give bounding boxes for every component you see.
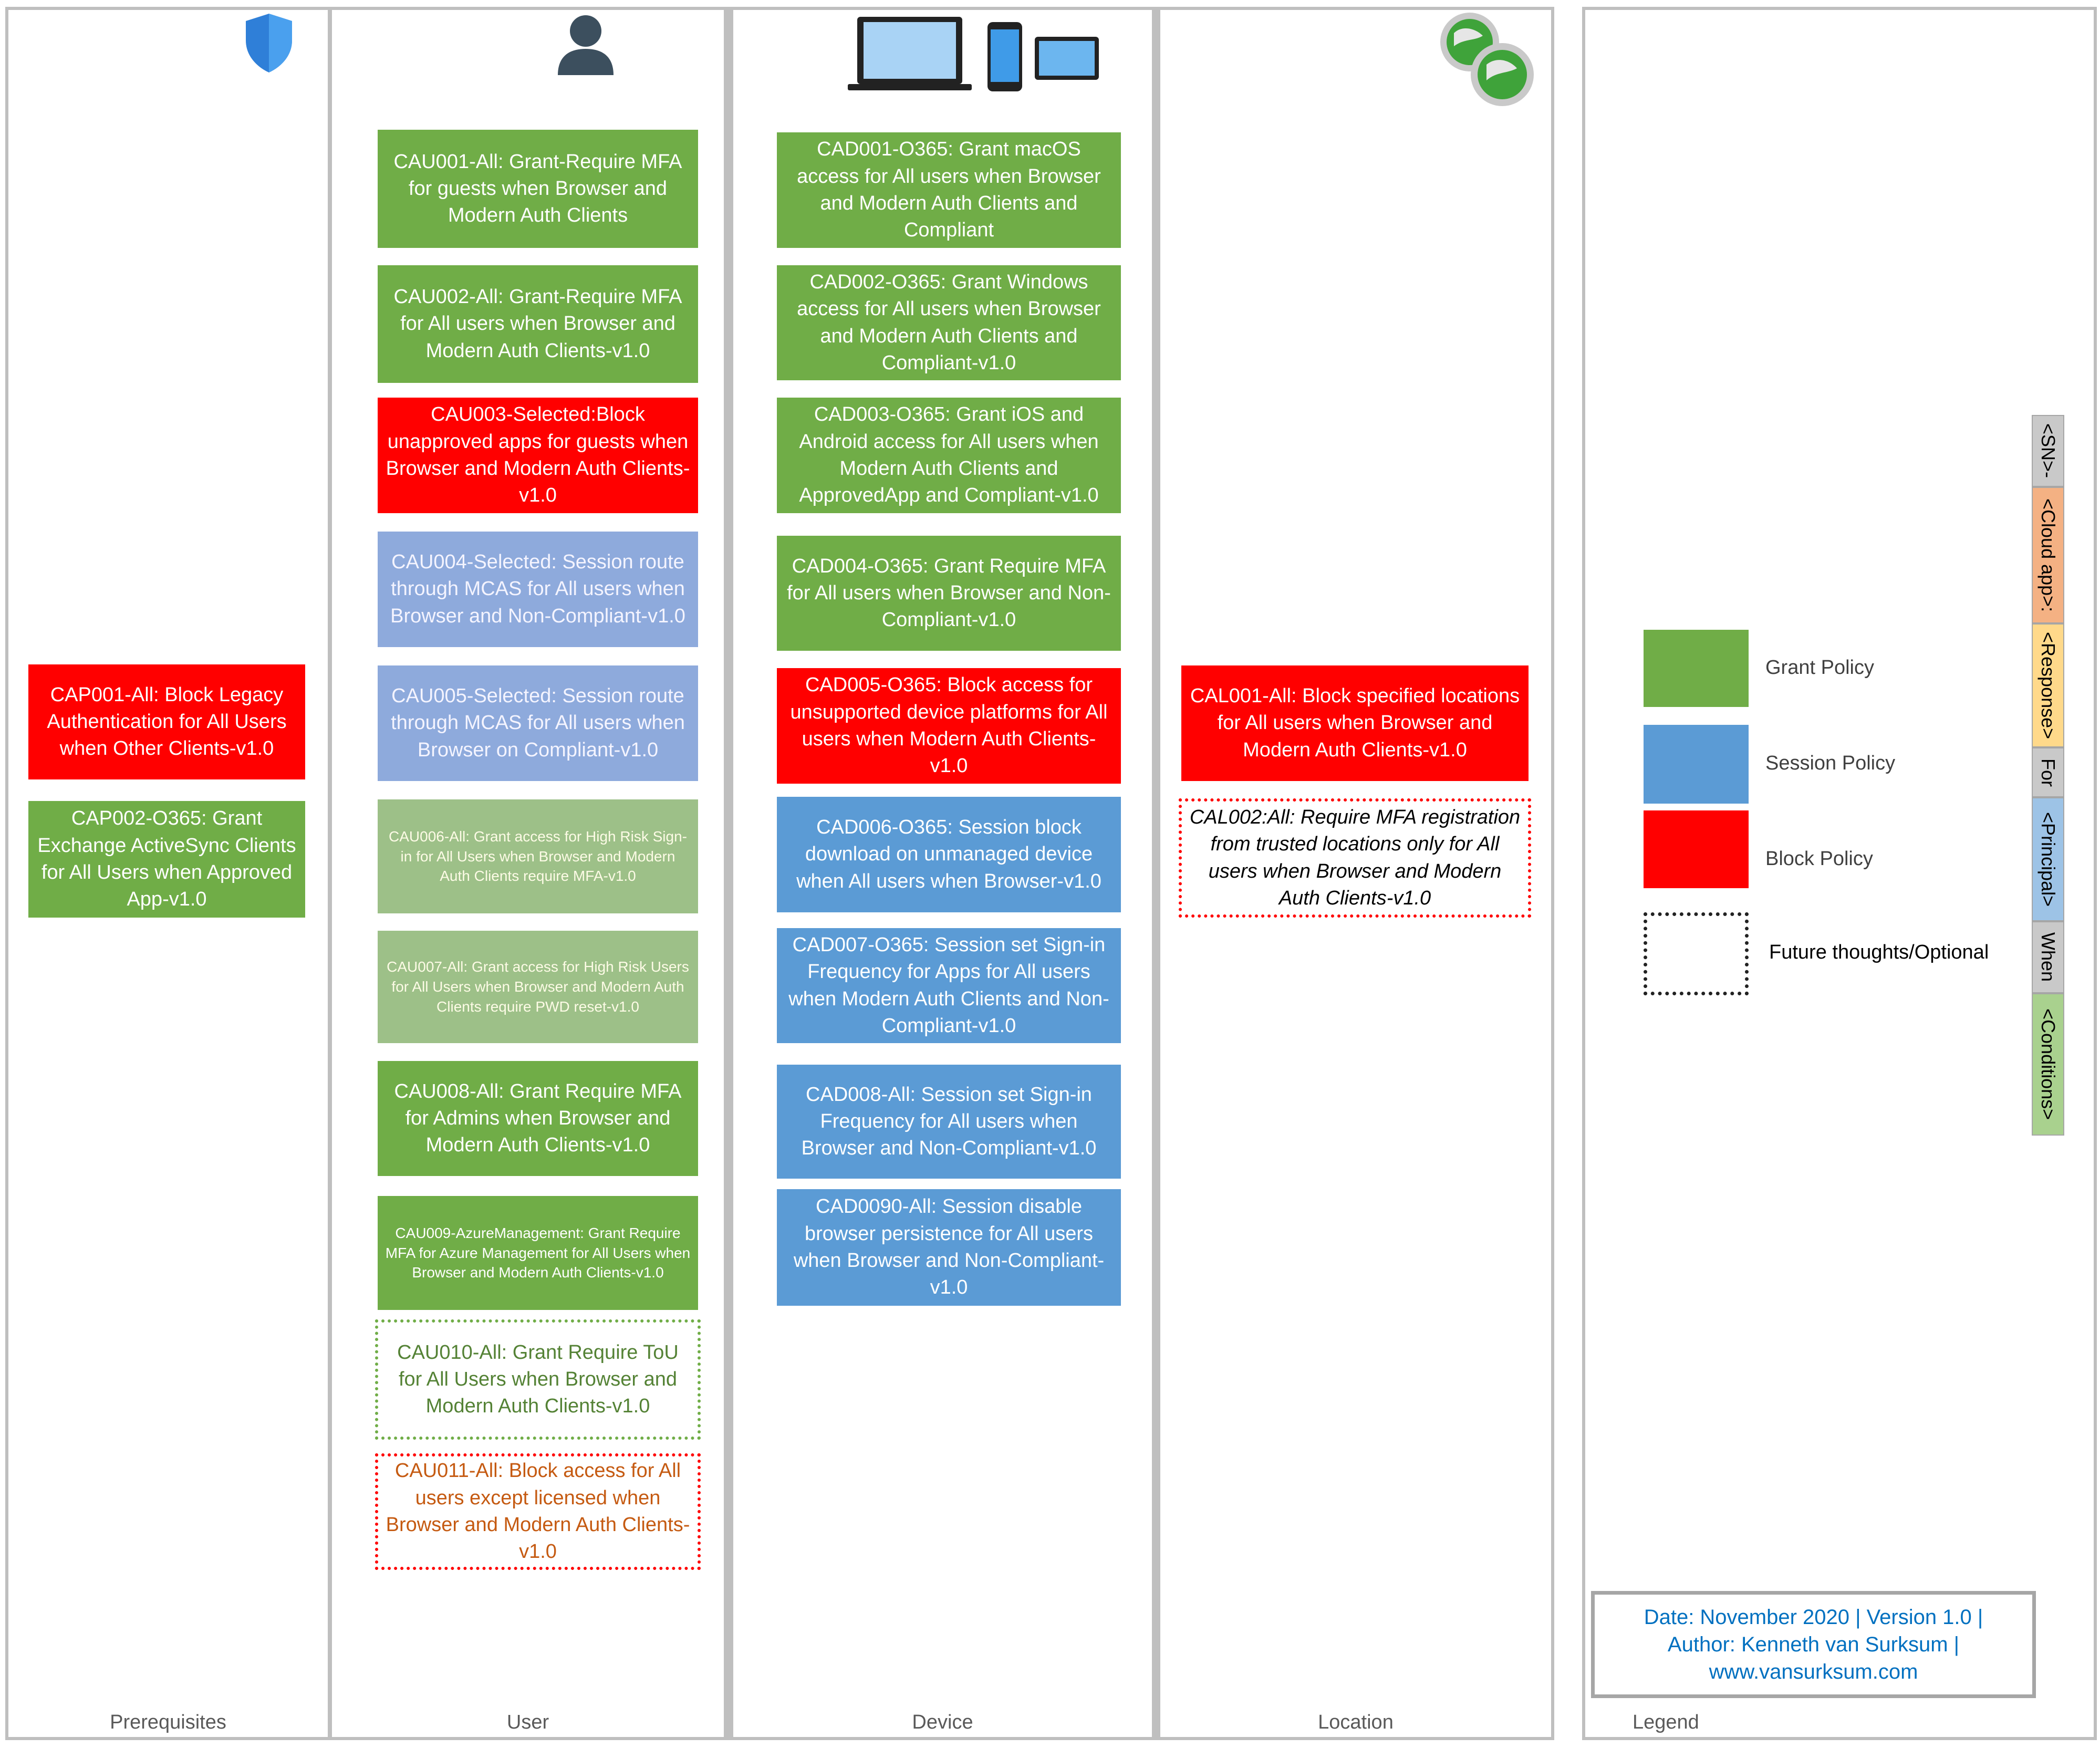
naming-text-conditions: <Conditions> [2037,1008,2059,1120]
policy-card-cau002[interactable]: CAU002-All: Grant-Require MFA for All us… [378,265,698,383]
policy-card-cad002[interactable]: CAD002-O365: Grant Windows access for Al… [777,265,1121,380]
policy-card-cad005[interactable]: CAD005-O365: Block access for unsupporte… [777,668,1121,784]
legend-label-grant: Grant Policy [1765,657,1874,679]
policy-card-cad003[interactable]: CAD003-O365: Grant iOS and Android acces… [777,398,1121,513]
policy-card-cap001[interactable]: CAP001-All: Block Legacy Authentication … [28,664,305,779]
shield-icon [246,14,292,72]
user-icon [558,15,614,75]
policy-card-cad007[interactable]: CAD007-O365: Session set Sign-in Frequen… [777,928,1121,1043]
naming-segment-response: <Response> [2032,623,2064,747]
legend-swatch-grant [1644,630,1749,707]
naming-text-response: <Response> [2037,631,2059,740]
naming-segment-sn: <SN>- [2032,415,2064,487]
legend-swatch-block [1644,810,1749,888]
website-link[interactable]: www.vansurksum.com [1709,1660,1918,1683]
policy-card-cad004[interactable]: CAD004-O365: Grant Require MFA for All u… [777,536,1121,651]
date-version-text: Date: November 2020 | Version 1.0 | [1644,1606,1983,1629]
policy-card-cau011-optional[interactable]: CAU011-All: Block access for All users e… [375,1453,701,1570]
legend-swatch-future [1644,912,1749,995]
policy-card-cau004[interactable]: CAU004-Selected: Session route through M… [378,532,698,647]
naming-text-when: When [2037,932,2059,982]
policy-card-cau003[interactable]: CAU003-Selected:Block unapproved apps fo… [378,398,698,513]
policy-card-cau010-optional[interactable]: CAU010-All: Grant Require ToU for All Us… [375,1319,701,1440]
policy-card-cau006[interactable]: CAU006-All: Grant access for High Risk S… [378,799,698,913]
author-text: Author: Kenneth van Surksum | [1667,1633,1960,1656]
policy-card-cau001[interactable]: CAU001-All: Grant-Require MFA for guests… [378,130,698,248]
policy-card-cal001[interactable]: CAL001-All: Block specified locations fo… [1181,665,1529,781]
policy-card-cap002[interactable]: CAP002-O365: Grant Exchange ActiveSync C… [28,801,305,918]
naming-text-sn: <SN>- [2037,423,2059,478]
legend-swatch-session [1644,725,1749,804]
naming-text-for: For [2037,758,2059,787]
column-label-user: User [506,1711,549,1733]
policy-card-cau008[interactable]: CAU008-All: Grant Require MFA for Admins… [378,1061,698,1176]
naming-segment-conditions: <Conditions> [2032,993,2064,1136]
policy-card-cad006[interactable]: CAD006-O365: Session block download on u… [777,797,1121,912]
policy-card-cau009[interactable]: CAU009-AzureManagement: Grant Require MF… [378,1196,698,1310]
legend-label-future: Future thoughts/Optional [1769,941,1989,963]
policy-card-cad0090[interactable]: CAD0090-All: Session disable browser per… [777,1189,1121,1306]
naming-segment-for: For [2032,747,2064,797]
legend-label-session: Session Policy [1765,752,1896,774]
naming-text-cloud-app: <Cloud app>: [2037,498,2059,612]
naming-segment-cloud-app: <Cloud app>: [2032,487,2064,623]
policy-card-cad008[interactable]: CAD008-All: Session set Sign-in Frequenc… [777,1065,1121,1179]
devices-icon [848,17,1099,91]
column-label-legend: Legend [1633,1711,1699,1733]
column-label-prerequisites: Prerequisites [110,1711,226,1733]
globe-location-icon [1440,13,1534,106]
naming-segment-when: When [2032,921,2064,993]
author-info-box: Date: November 2020 | Version 1.0 | Auth… [1591,1591,2036,1698]
policy-card-cal002-optional[interactable]: CAL002:All: Require MFA registration fro… [1179,798,1531,918]
naming-text-principal: <Principal> [2037,811,2059,907]
column-label-device: Device [912,1711,973,1733]
policy-card-cad001[interactable]: CAD001-O365: Grant macOS access for All … [777,132,1121,248]
column-label-location: Location [1318,1711,1394,1733]
policy-card-cau005[interactable]: CAU005-Selected: Session route through M… [378,665,698,781]
naming-segment-principal: <Principal> [2032,797,2064,921]
policy-card-cau007[interactable]: CAU007-All: Grant access for High Risk U… [378,931,698,1043]
legend-label-block: Block Policy [1765,848,1873,870]
